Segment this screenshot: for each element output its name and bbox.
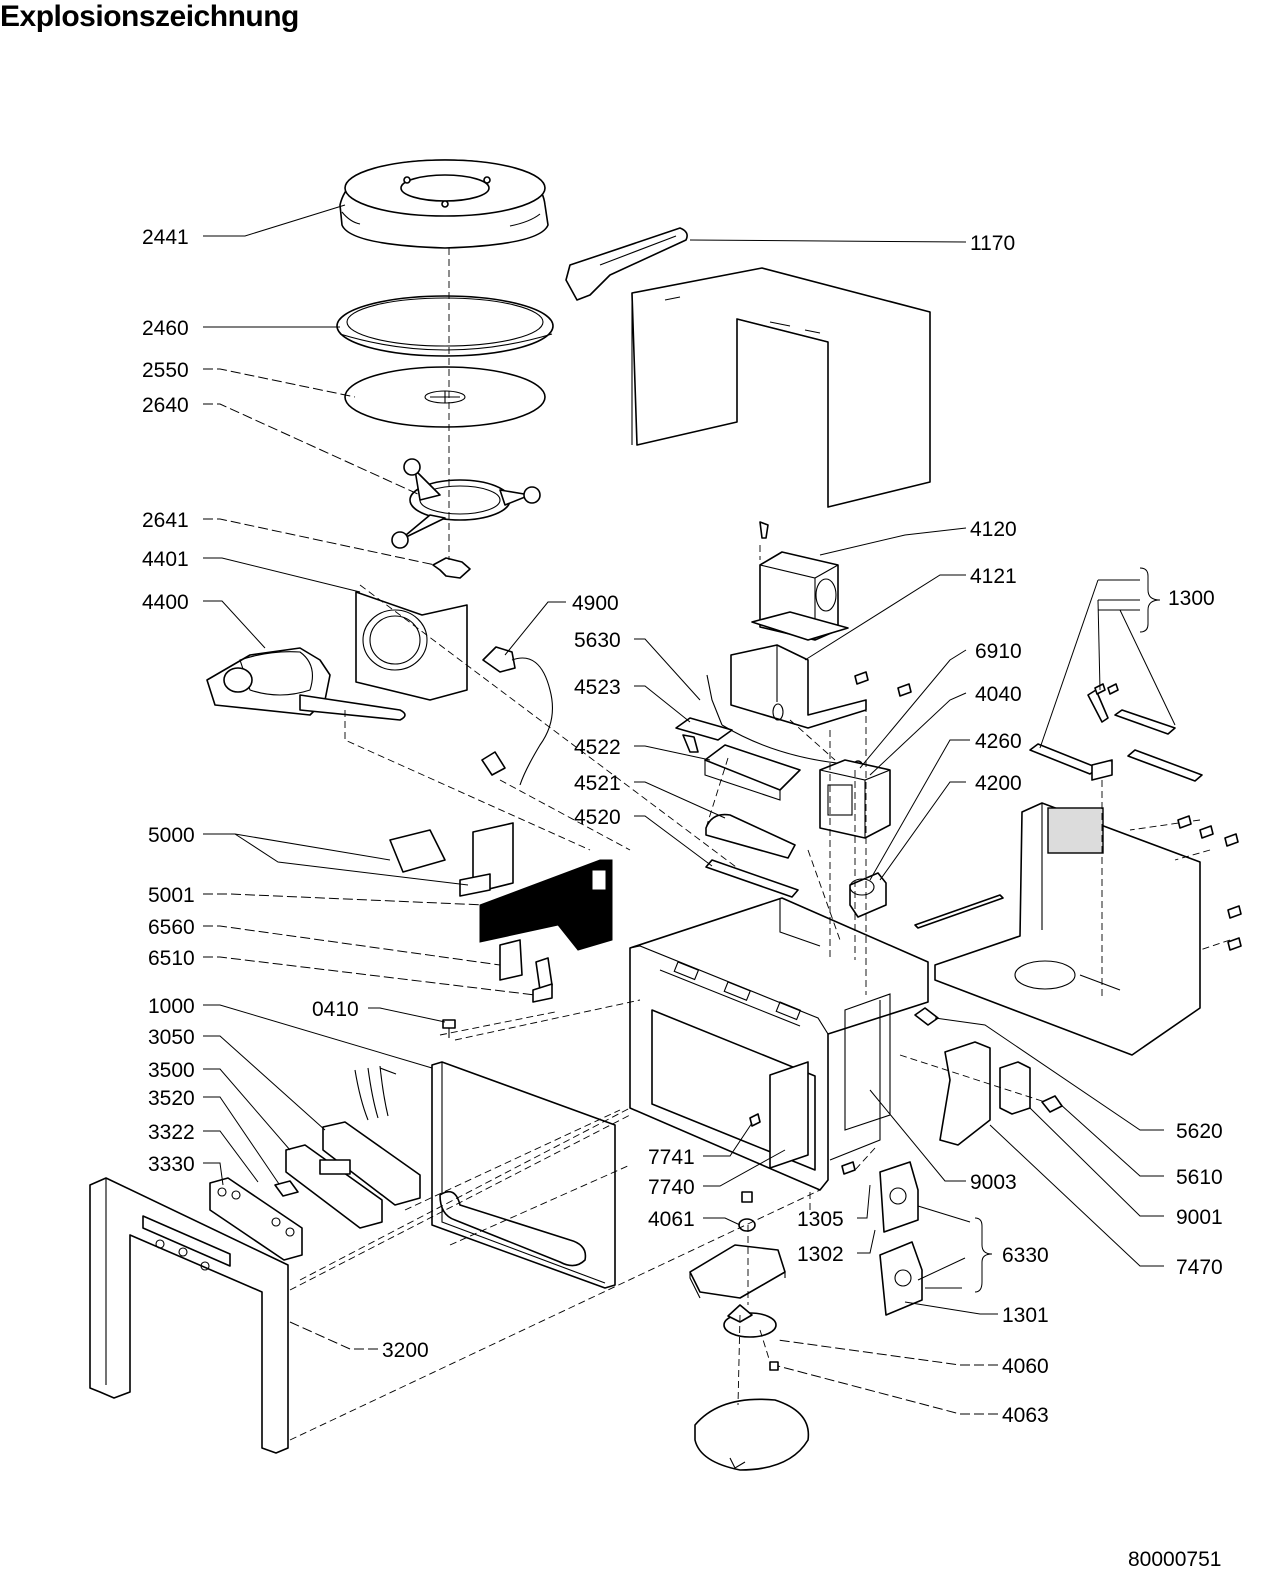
part-3050-membrane <box>322 1065 421 1206</box>
callout-3200: 3200 <box>382 1339 429 1362</box>
callout-9003: 9003 <box>970 1171 1017 1194</box>
callout-1302: 1302 <box>797 1243 844 1266</box>
callout-4061: 4061 <box>648 1208 695 1231</box>
callout-4521: 4521 <box>574 772 621 795</box>
part-4520-rod <box>705 859 799 898</box>
callout-6330: 6330 <box>1002 1244 1049 1267</box>
part-5620-clip <box>914 1007 939 1026</box>
callout-1305: 1305 <box>797 1208 844 1231</box>
part-3520-label <box>274 1180 299 1197</box>
callout-0410: 0410 <box>312 998 359 1021</box>
callout-3322: 3322 <box>148 1121 195 1144</box>
callout-labels: 2441 1170 2460 2550 2640 2641 4401 4400 … <box>142 226 1223 1427</box>
part-base-plate <box>689 1244 786 1299</box>
callout-6510: 6510 <box>148 947 195 970</box>
part-2550-turntable-plate <box>344 366 546 428</box>
part-screws <box>749 671 1242 1175</box>
callout-5610: 5610 <box>1176 1166 1223 1189</box>
callout-4121: 4121 <box>970 565 1017 588</box>
callout-4520: 4520 <box>574 806 621 829</box>
part-5610-fuse <box>999 1061 1063 1115</box>
callout-1000: 1000 <box>148 995 195 1018</box>
part-4400-fan-motor <box>206 647 406 721</box>
part-4900-power-cord <box>481 646 553 786</box>
part-4121-bracket <box>730 644 867 729</box>
callout-4063: 4063 <box>1002 1404 1049 1427</box>
callout-4400: 4400 <box>142 591 189 614</box>
part-3330-switch-plate <box>209 1177 303 1261</box>
callout-3500: 3500 <box>148 1059 195 1082</box>
part-2641-coupler <box>432 557 471 579</box>
callout-4523: 4523 <box>574 676 621 699</box>
part-7470-duct <box>939 1041 991 1146</box>
callout-1170: 1170 <box>970 232 1015 255</box>
callout-3050: 3050 <box>148 1026 195 1049</box>
part-2460-glass-tray <box>336 295 554 357</box>
callout-4260: 4260 <box>975 730 1022 753</box>
part-4060-turntable-motor <box>723 1304 777 1338</box>
part-5000-pcb <box>389 822 514 897</box>
callout-5630: 5630 <box>574 629 621 652</box>
callout-4200: 4200 <box>975 772 1022 795</box>
part-6560-lamp-holder <box>499 939 553 1003</box>
callout-7740: 7740 <box>648 1176 695 1199</box>
document-number: 80000751 <box>1128 1548 1222 1571</box>
callout-2641: 2641 <box>142 509 189 532</box>
part-2640-roller-ring <box>391 458 541 549</box>
part-side-panel <box>914 802 1201 1056</box>
part-4521-mica <box>705 813 796 859</box>
callout-2460: 2460 <box>142 317 189 340</box>
part-4120-transformer <box>751 521 849 641</box>
callout-3520: 3520 <box>148 1087 195 1110</box>
callout-1300: 1300 <box>1168 587 1215 610</box>
part-4401-fan-plate <box>355 591 468 701</box>
part-base-cover <box>694 1398 810 1471</box>
callout-4401: 4401 <box>142 548 189 571</box>
callout-7741: 7741 <box>648 1146 695 1169</box>
callout-4120: 4120 <box>970 518 1017 541</box>
callout-9001: 9001 <box>1176 1206 1223 1229</box>
callout-2441: 2441 <box>142 226 189 249</box>
part-4200-capacitor <box>849 872 887 918</box>
callout-5001: 5001 <box>148 884 195 907</box>
part-6330-switch-assembly <box>879 1161 923 1316</box>
callout-5620: 5620 <box>1176 1120 1223 1143</box>
part-4522-cover <box>704 744 801 801</box>
part-2441-cover-dish <box>339 159 549 249</box>
leader-lines <box>203 204 1176 1415</box>
callout-4522: 4522 <box>574 736 621 759</box>
part-3200-front-frame <box>89 1177 289 1454</box>
part-0410-screw <box>442 1019 456 1038</box>
part-3500-control-board <box>285 1144 383 1229</box>
callout-2640: 2640 <box>142 394 189 417</box>
callout-4040: 4040 <box>975 683 1022 706</box>
part-oven-cavity <box>629 897 929 1191</box>
callout-4900: 4900 <box>572 592 619 615</box>
part-4061-drive-shaft <box>738 1191 756 1232</box>
callout-6910: 6910 <box>975 640 1022 663</box>
part-4523-holder <box>675 717 733 753</box>
callout-6560: 6560 <box>148 916 195 939</box>
page-title: Explosionszeichnung <box>0 0 299 33</box>
callout-5000: 5000 <box>148 824 195 847</box>
callout-1301: 1301 <box>1002 1304 1049 1327</box>
callout-7470: 7470 <box>1176 1256 1223 1279</box>
part-outer-cover <box>631 267 931 508</box>
part-1170-cable-guide <box>565 227 688 301</box>
callout-3330: 3330 <box>148 1153 195 1176</box>
callout-4060: 4060 <box>1002 1355 1049 1378</box>
callout-2550: 2550 <box>142 359 189 382</box>
part-1300-rails <box>1029 689 1203 782</box>
part-1000-door <box>431 1061 616 1289</box>
part-5001-shield <box>479 859 613 951</box>
